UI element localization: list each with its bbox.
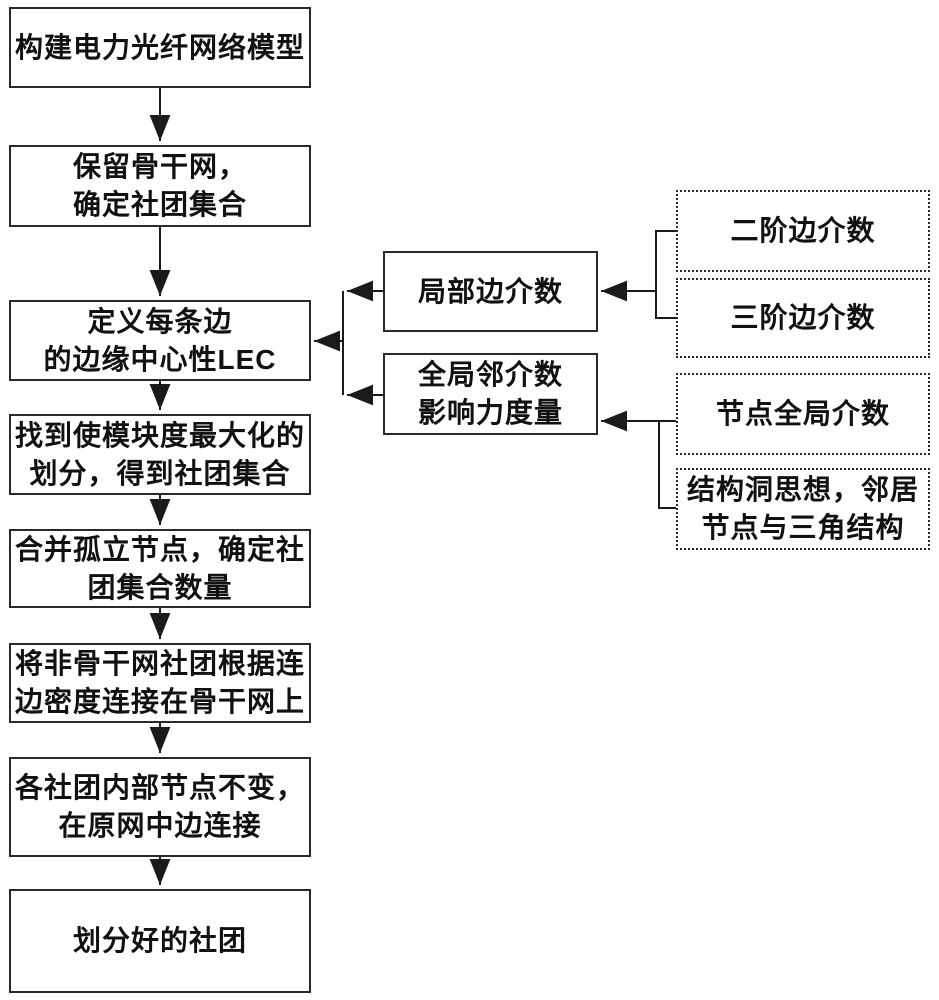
flow-step-build-model: 构建电力光纤网络模型: [9, 7, 311, 88]
flow-step-keep-internal-nodes: 各社团内部节点不变， 在原网中边连接: [9, 757, 311, 857]
measure-global-neighbor-influence: 全局邻介数 影响力度量: [383, 353, 598, 435]
flow-step-maximize-modularity: 找到使模块度最大化的 划分，得到社团集合: [9, 414, 311, 495]
flow-step-final-communities: 划分好的社团: [9, 889, 311, 993]
bracket-edge-orders: [655, 230, 676, 319]
measure-local-edge-betweenness: 局部边介数: [383, 251, 598, 332]
bracket-node-measures: [658, 421, 676, 509]
input-third-order-edge-betweenness: 三阶边介数: [676, 278, 930, 358]
input-structural-hole: 结构洞思想，邻居 节点与三角结构: [676, 468, 930, 550]
input-node-global-betweenness: 节点全局介数: [676, 373, 930, 455]
flow-step-merge-isolated: 合并孤立节点，确定社 团集合数量: [9, 529, 311, 608]
input-second-order-edge-betweenness: 二阶边介数: [676, 190, 930, 272]
flow-step-attach-non-backbone: 将非骨干网社团根据连 边密度连接在骨干网上: [9, 643, 311, 723]
flow-step-keep-backbone: 保留骨干网， 确定社团集合: [9, 145, 311, 227]
flow-step-define-lec: 定义每条边 的边缘中心性LEC: [9, 300, 311, 381]
